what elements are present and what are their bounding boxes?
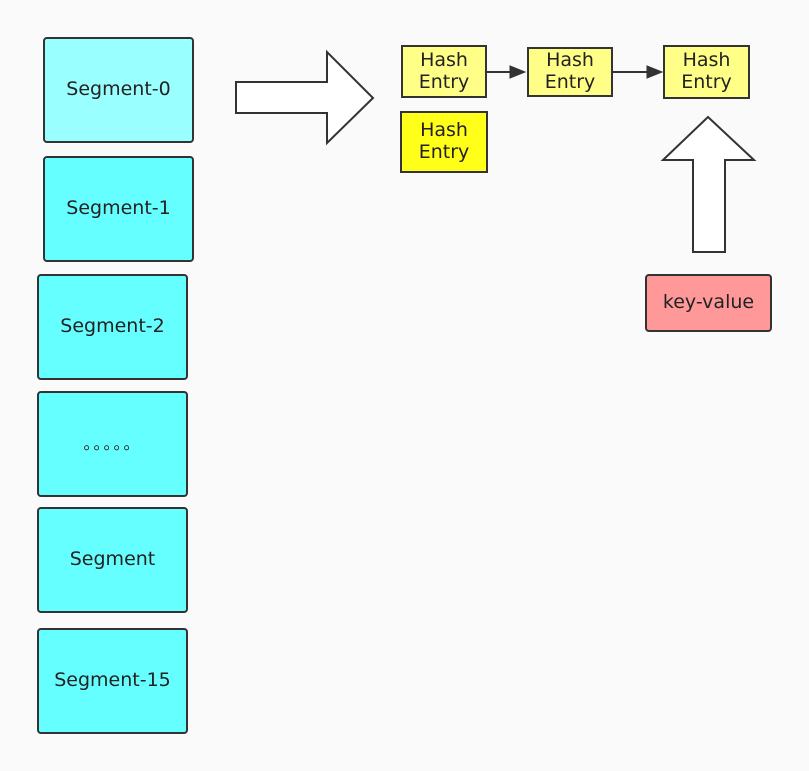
key-value-box: key-value	[645, 274, 772, 332]
segment-ellipsis-box: 。。。。。	[37, 391, 188, 497]
hash-entry-2: Hash Entry	[527, 47, 613, 97]
segment-0-box: Segment-0	[43, 37, 194, 143]
segment-box: Segment	[37, 507, 188, 613]
segment-15-box: Segment-15	[37, 628, 188, 734]
connector-entry-2-to-3-head	[646, 65, 664, 79]
segment-2-box: Segment-2	[37, 274, 188, 380]
segment-1-box: Segment-1	[43, 156, 194, 262]
connector-entry-1-to-2-head	[509, 65, 527, 79]
hash-entry-1: Hash Entry	[401, 45, 487, 98]
hash-entry-3: Hash Entry	[663, 45, 750, 99]
hash-entry-4: Hash Entry	[400, 111, 488, 173]
big-right-arrow	[235, 49, 375, 146]
big-up-arrow	[660, 115, 757, 253]
